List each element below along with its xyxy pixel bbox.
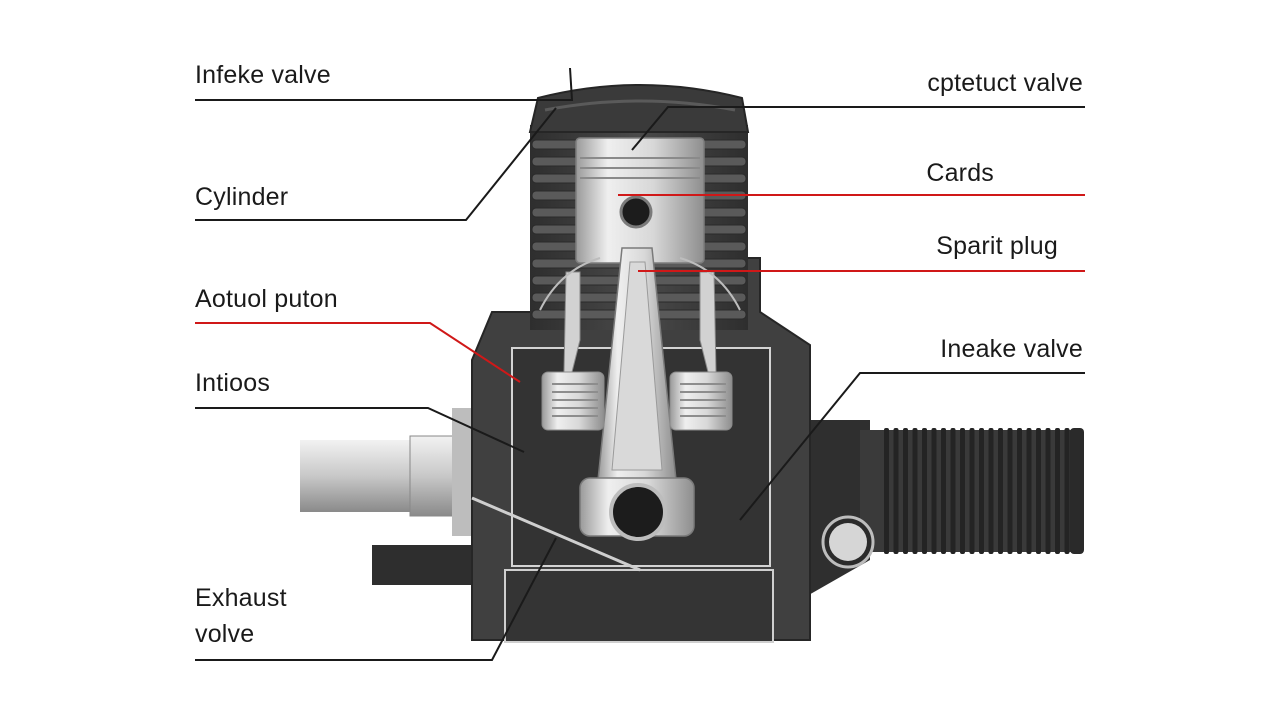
leader-exhaust-volve bbox=[195, 537, 557, 661]
label-sparit-plug: Sparit plug bbox=[936, 232, 1058, 260]
tube-rib bbox=[903, 428, 908, 554]
valves bbox=[539, 257, 741, 431]
tube-rib bbox=[1017, 428, 1022, 554]
leader-cptetuct-valve bbox=[631, 106, 1085, 151]
leader-cylinder bbox=[195, 107, 557, 221]
tube-rib bbox=[998, 428, 1003, 554]
leader-infeke-valve bbox=[195, 67, 574, 101]
tube-rib bbox=[979, 428, 984, 554]
piston bbox=[575, 137, 705, 264]
tube-rib bbox=[1007, 428, 1013, 554]
label-aotuol-puton: Aotuol puton bbox=[195, 285, 338, 313]
tube-rib bbox=[960, 428, 965, 554]
tube-rib bbox=[922, 428, 927, 554]
right-intake-tube bbox=[772, 420, 1084, 640]
leader-aotuol-puton bbox=[195, 322, 521, 383]
leader-lines bbox=[195, 67, 1085, 661]
leader-intioos bbox=[195, 407, 525, 453]
label-infeke-valve: Infeke valve bbox=[195, 61, 331, 89]
tube-rib bbox=[1026, 428, 1032, 554]
label-cylinder: Cylinder bbox=[195, 183, 289, 211]
tube-rib bbox=[1055, 428, 1060, 554]
tube-rib bbox=[941, 428, 946, 554]
connecting-rod bbox=[579, 247, 695, 541]
tube-rib bbox=[912, 428, 918, 554]
tube-rib bbox=[1064, 428, 1070, 554]
label-intioos: Intioos bbox=[195, 369, 271, 397]
label-ineake-valve: Ineake valve bbox=[940, 335, 1083, 363]
label-cptetuct-valve: cptetuct valve bbox=[927, 69, 1083, 97]
label-cards: Cards bbox=[926, 159, 994, 187]
leader-ineake-valve bbox=[739, 372, 1085, 521]
tube-rib bbox=[950, 428, 956, 554]
tube-rib bbox=[1036, 428, 1041, 554]
tube-rib bbox=[893, 428, 899, 554]
tube-rib bbox=[988, 428, 994, 554]
left-shaft bbox=[300, 408, 476, 585]
tube-rib bbox=[931, 428, 937, 554]
label-exhaust-volve: Exhaust volve bbox=[195, 584, 287, 648]
tube-rib bbox=[884, 428, 889, 554]
tube-rib bbox=[969, 428, 975, 554]
tube-rib bbox=[1045, 428, 1051, 554]
